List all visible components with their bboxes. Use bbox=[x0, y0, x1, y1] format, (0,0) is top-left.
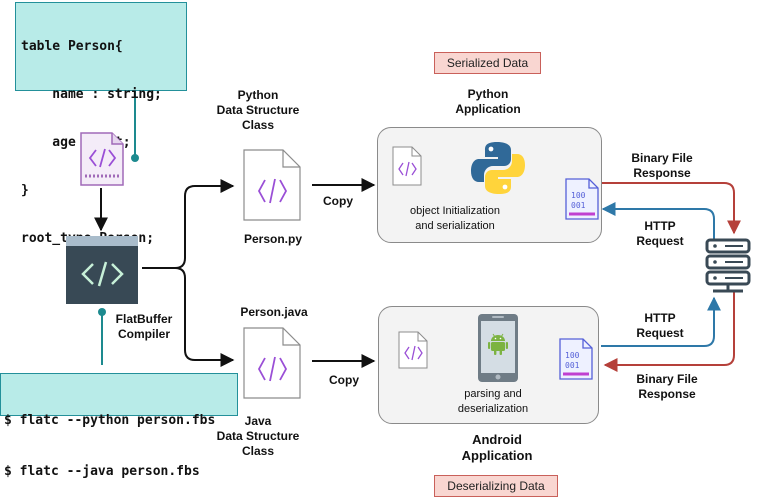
edge-http-request-bottom bbox=[601, 296, 721, 347]
python-class-title-line: Class bbox=[241, 118, 275, 132]
copy-label-bottom: Copy bbox=[329, 373, 359, 387]
arrow-compiler-to-java bbox=[142, 267, 235, 367]
edge-label-line: HTTP bbox=[644, 219, 676, 233]
java-class-title-line: Data Structure bbox=[216, 429, 300, 443]
http-request-label-bottom: HTTP Request bbox=[630, 311, 690, 341]
commands-code-box: $ flatc --python person.fbs $ flatc --ja… bbox=[0, 373, 238, 479]
compiler-label: FlatBuffer Compiler bbox=[104, 312, 184, 342]
java-class-title-line: Class bbox=[241, 444, 275, 458]
python-logo-icon bbox=[471, 142, 525, 194]
deserializing-data-tag: Deserializing Data bbox=[434, 475, 558, 497]
binary-response-label-top: Binary File Response bbox=[617, 151, 707, 181]
python-class-title-line: Python bbox=[237, 88, 279, 102]
python-app-caption-line: object Initialization bbox=[410, 205, 500, 217]
android-app-caption-line: deserialization bbox=[457, 403, 529, 415]
edge-binary-response-bottom bbox=[603, 290, 735, 372]
schema-line: name : string; bbox=[21, 87, 162, 102]
java-class-file-icon bbox=[243, 327, 301, 399]
schema-code-box: table Person{ name : string; age : int; … bbox=[15, 2, 187, 246]
edge-label-line: Request bbox=[636, 326, 684, 340]
serialized-data-tag: Serialized Data bbox=[434, 52, 541, 74]
java-class-title: Java Data Structure Class bbox=[208, 414, 308, 459]
teal-dot-schema bbox=[131, 154, 139, 162]
java-class-filename: Person.java bbox=[240, 305, 308, 319]
edge-label-line: HTTP bbox=[644, 311, 676, 325]
android-code-file-icon bbox=[398, 331, 428, 369]
edge-label-line: Response bbox=[638, 387, 696, 401]
object-code-file-icon bbox=[392, 146, 422, 186]
python-class-filename: Person.py bbox=[243, 232, 303, 246]
python-class-title-line: Data Structure bbox=[216, 103, 300, 117]
edge-label-line: Response bbox=[633, 166, 691, 180]
edge-label-line: Request bbox=[636, 234, 684, 248]
compiler-icon bbox=[66, 236, 138, 304]
edge-label-line: Binary File bbox=[631, 151, 693, 165]
arrow-compiler-to-python bbox=[142, 179, 235, 269]
android-icon bbox=[488, 333, 508, 355]
binary-text: 001 bbox=[571, 201, 586, 210]
http-request-label-top: HTTP Request bbox=[630, 219, 690, 249]
android-app-title-line: Android bbox=[472, 432, 522, 447]
binary-text: 001 bbox=[565, 361, 580, 370]
python-app-caption-line: and serialization bbox=[415, 220, 495, 232]
binary-text: 100 bbox=[565, 351, 580, 360]
binary-file-icon-python: 100 001 bbox=[565, 178, 599, 220]
compiler-label-line: Compiler bbox=[117, 327, 170, 341]
copy-label-top: Copy bbox=[323, 194, 353, 208]
binary-response-label-bottom: Binary File Response bbox=[622, 372, 712, 402]
python-class-title: Python Data Structure Class bbox=[208, 88, 308, 133]
command-line: $ flatc --python person.fbs bbox=[4, 413, 216, 428]
android-app-caption: parsing and deserialization bbox=[438, 387, 548, 417]
java-class-title-line: Java bbox=[244, 414, 272, 428]
python-class-file-icon bbox=[243, 149, 301, 221]
python-app-caption: object Initialization and serialization bbox=[390, 204, 520, 234]
teal-dot-commands bbox=[98, 308, 106, 316]
android-app-title-line: Application bbox=[461, 448, 533, 463]
schema-line: } bbox=[21, 183, 29, 198]
compiler-label-line: FlatBuffer bbox=[115, 312, 173, 326]
python-app-title-line: Python bbox=[467, 87, 509, 101]
python-app-title: Python Application bbox=[436, 87, 540, 117]
android-app-title: Android Application bbox=[438, 432, 556, 464]
android-app-caption-line: parsing and bbox=[464, 388, 522, 400]
schema-file-icon bbox=[80, 132, 124, 186]
command-line: $ flatc --java person.fbs bbox=[4, 464, 200, 479]
server-icon bbox=[705, 238, 751, 293]
python-app-title-line: Application bbox=[455, 102, 521, 116]
binary-file-icon-android: 100 001 bbox=[559, 338, 593, 380]
binary-text: 100 bbox=[571, 191, 586, 200]
edge-label-line: Binary File bbox=[636, 372, 698, 386]
schema-line: table Person{ bbox=[21, 39, 123, 54]
edge-binary-response-top bbox=[599, 182, 741, 235]
edge-http-request-top bbox=[601, 202, 715, 242]
